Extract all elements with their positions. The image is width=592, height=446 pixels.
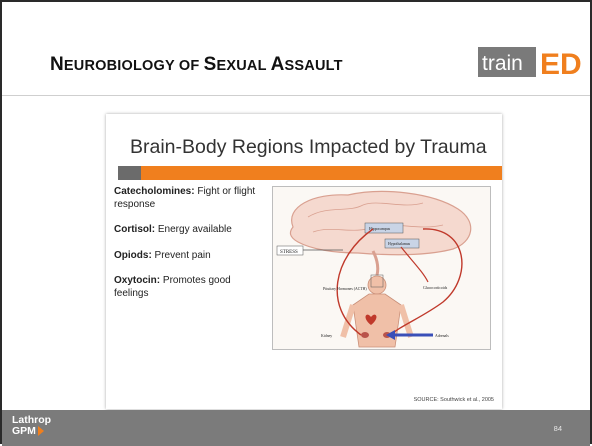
- page-number: 84: [554, 424, 562, 433]
- kidney-label: Kidney: [321, 334, 332, 338]
- title-divider: [2, 95, 590, 96]
- title-cap-1: N: [50, 54, 64, 75]
- title-cap-3: A: [271, 54, 285, 75]
- list-item: Opiods: Prevent pain: [114, 250, 262, 263]
- glucocorticoids-label: Glucocorticoids: [423, 286, 448, 290]
- left-arm: [343, 305, 353, 337]
- embedded-slide-title: Brain-Body Regions Impacted by Trauma: [130, 136, 487, 159]
- kidney-left: [361, 332, 369, 338]
- slide-title: NEUROBIOLOGY OF SEXUAL ASSAULT: [50, 54, 343, 76]
- pituitary-label: Pituitary Hormones (ACTH): [323, 287, 367, 291]
- title-rest-2: EXUAL: [217, 58, 271, 74]
- stress-label: STRESS: [280, 250, 298, 255]
- source-citation: SOURCE: Southwick et al., 2005: [414, 397, 494, 403]
- adrenals-label: Adrenals: [435, 334, 449, 338]
- lathrop-logo-line2: GPM: [12, 426, 36, 437]
- trained-logo-word1: train: [482, 52, 523, 75]
- lathrop-gpm-logo: Lathrop GPM: [12, 415, 52, 441]
- list-item: Oxytocin: Promotes good feelings: [114, 275, 262, 300]
- title-rest-1: EUROBIOLOGY OF: [64, 58, 204, 74]
- hypothalamus-label: Hypothalamus: [388, 242, 411, 246]
- point-desc: Energy available: [155, 224, 232, 235]
- right-arm: [401, 305, 411, 337]
- title-rest-3: SSAULT: [285, 58, 343, 74]
- point-term: Opiods:: [114, 250, 152, 261]
- accent-bar-dark: [118, 166, 141, 180]
- list-item: Catecholomines: Fight or flight response: [114, 186, 262, 211]
- head-shape: [368, 276, 386, 294]
- point-term: Cortisol:: [114, 224, 155, 235]
- list-item: Cortisol: Energy available: [114, 224, 262, 237]
- hormone-list: Catecholomines: Fight or flight response…: [114, 186, 262, 313]
- title-cap-2: S: [204, 54, 217, 75]
- chevron-right-icon: [38, 426, 44, 436]
- trained-logo: train ED: [478, 43, 588, 81]
- point-term: Catecholomines:: [114, 186, 195, 197]
- footer-bar: Lathrop GPM 84: [2, 410, 590, 446]
- point-desc: Prevent pain: [152, 250, 211, 261]
- embedded-slide: Brain-Body Regions Impacted by Trauma Ca…: [106, 114, 502, 409]
- trained-logo-word2: ED: [540, 48, 582, 81]
- accent-bar: [118, 166, 502, 180]
- accent-bar-orange: [141, 166, 502, 180]
- point-term: Oxytocin:: [114, 275, 160, 286]
- brain-body-diagram: Hippocampus Hypothalamus STRESS Pituitar…: [272, 186, 491, 350]
